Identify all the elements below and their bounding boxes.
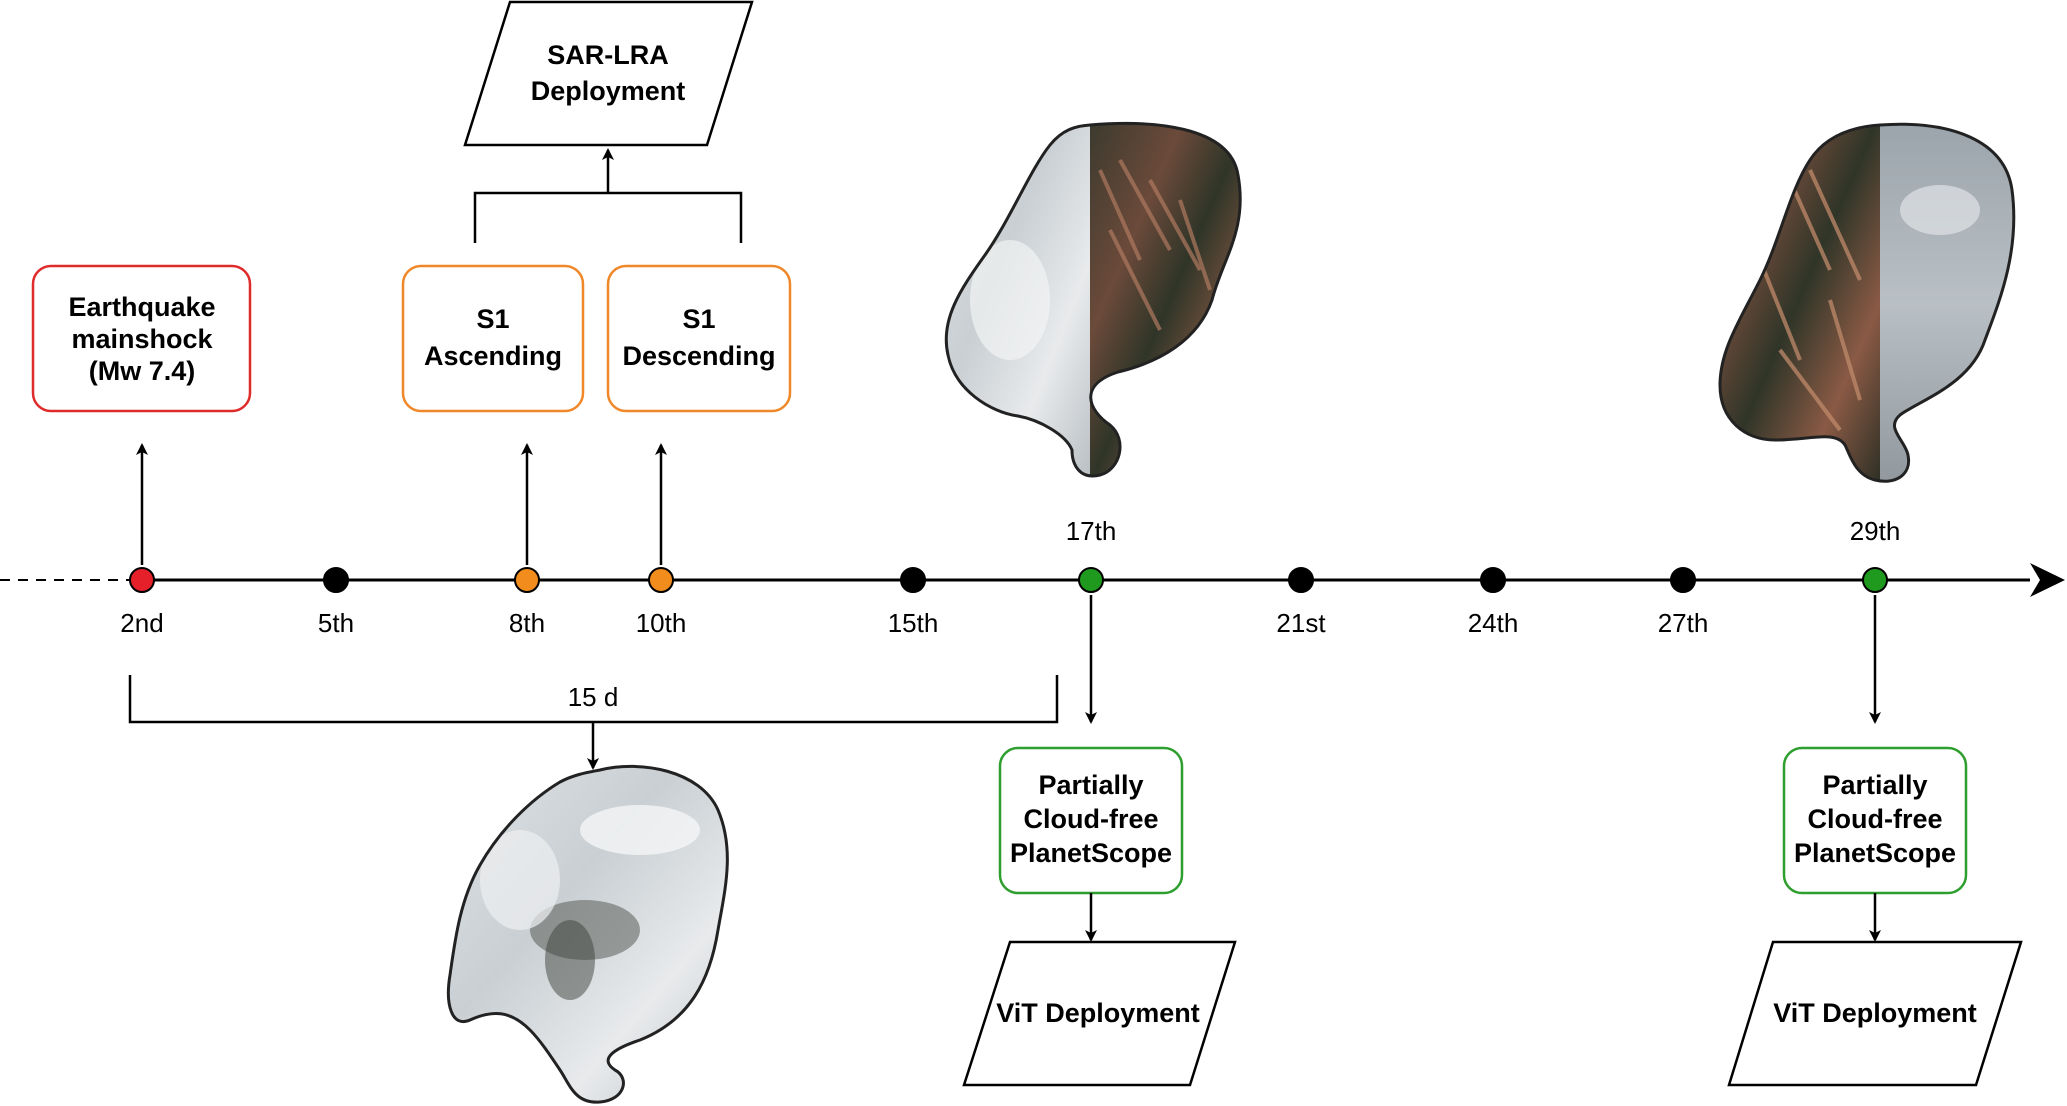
s1-join-bracket (473, 191, 743, 243)
date-node-2nd (129, 567, 155, 593)
vit-deployment-box-29 (1727, 940, 2023, 1087)
date-node-5th (323, 567, 349, 593)
date-label-21st: 21st (1276, 608, 1326, 638)
planetscope-29-line3: PlanetScope (1794, 838, 1956, 868)
date-node-21st (1288, 567, 1314, 593)
cloud-covered-landslide-area-thumbnail (446, 764, 729, 1104)
planetscope-29-line1: Partially (1822, 770, 1927, 800)
date-node-8th (514, 567, 540, 593)
earthquake-line2: mainshock (71, 324, 213, 354)
s1-ascending-line1: S1 (476, 304, 509, 334)
date-node-15th (900, 567, 926, 593)
vit-29-label: ViT Deployment (1773, 998, 1977, 1028)
date-node-10th (648, 567, 674, 593)
date-label-17th: 17th (1066, 516, 1117, 546)
date-label-5th: 5th (318, 608, 354, 638)
sar-lra-deployment-box (463, 0, 754, 147)
planetscope-29-line2: Cloud-free (1808, 804, 1943, 834)
earthquake-line1: Earthquake (68, 292, 215, 322)
date-node-17th (1078, 567, 1104, 593)
planetscope-17-line3: PlanetScope (1010, 838, 1172, 868)
date-label-27th: 27th (1658, 608, 1709, 638)
thumbnail-29th (1718, 122, 2016, 483)
sar-lra-line2: Deployment (531, 76, 686, 106)
date-labels: 2nd 5th 8th 10th 15th 17th 21st 24th 27th 29th (120, 516, 1900, 638)
vit-17-label: ViT Deployment (996, 998, 1200, 1028)
s1-descending-box (606, 264, 792, 413)
date-node-27th (1670, 567, 1696, 593)
thumbnail-17th (944, 122, 1242, 478)
date-label-29th: 29th (1850, 516, 1901, 546)
s1-ascending-line2: Ascending (424, 341, 562, 371)
s1-descending-line1: S1 (682, 304, 715, 334)
date-label-2nd: 2nd (120, 608, 163, 638)
date-node-24th (1480, 567, 1506, 593)
date-label-10th: 10th (636, 608, 687, 638)
sar-lra-line1: SAR-LRA (547, 40, 669, 70)
date-node-29th (1862, 567, 1888, 593)
timeline-arrowhead (2030, 563, 2065, 597)
date-nodes (129, 567, 1888, 593)
date-label-15th: 15th (888, 608, 939, 638)
planetscope-17-line2: Cloud-free (1024, 804, 1159, 834)
planetscope-17-line1: Partially (1038, 770, 1143, 800)
s1-descending-line2: Descending (622, 341, 775, 371)
s1-ascending-box (401, 264, 585, 413)
interval-label: 15 d (568, 682, 619, 712)
date-label-8th: 8th (509, 608, 545, 638)
date-label-24th: 24th (1468, 608, 1519, 638)
earthquake-box (31, 264, 252, 413)
vit-deployment-box-17 (962, 940, 1237, 1087)
earthquake-line3: (Mw 7.4) (89, 356, 196, 386)
